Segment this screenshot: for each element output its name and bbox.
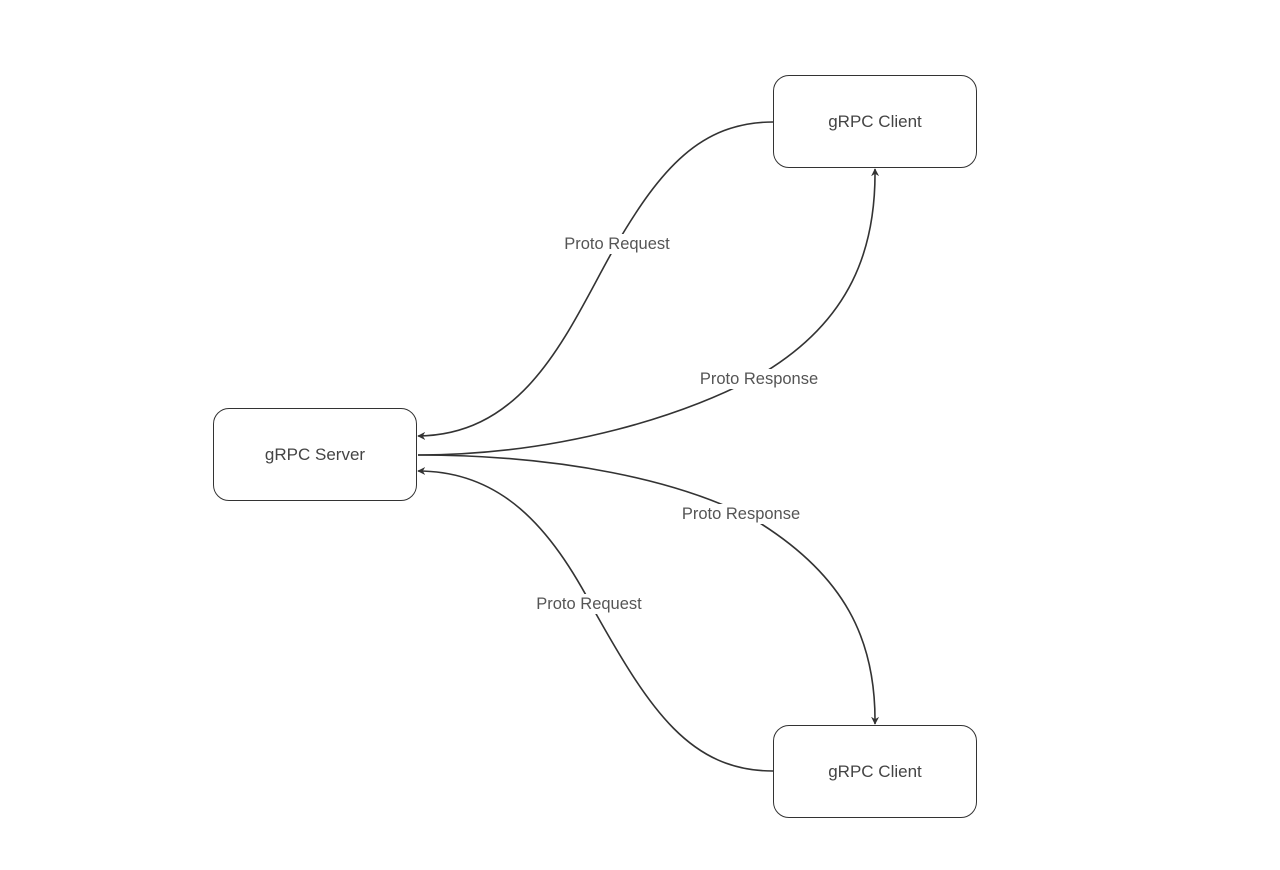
server-label: gRPC Server [264, 444, 366, 464]
client-bottom-label: gRPC Client [828, 761, 922, 781]
client-top-label: gRPC Client [828, 111, 922, 131]
edge-label-request-top: Proto Request [561, 234, 673, 254]
server-node[interactable]: gRPC Server [213, 408, 417, 501]
edge-label-response-top: Proto Response [696, 369, 822, 389]
edge-response-bottom [417, 454, 880, 725]
client-node-bottom[interactable]: gRPC Client [773, 725, 977, 818]
client-node-top[interactable]: gRPC Client [773, 75, 977, 168]
edge-label-response-bottom: Proto Response [678, 504, 804, 524]
edge-label-request-bottom: Proto Request [533, 594, 645, 614]
edge-response-top [417, 168, 880, 456]
